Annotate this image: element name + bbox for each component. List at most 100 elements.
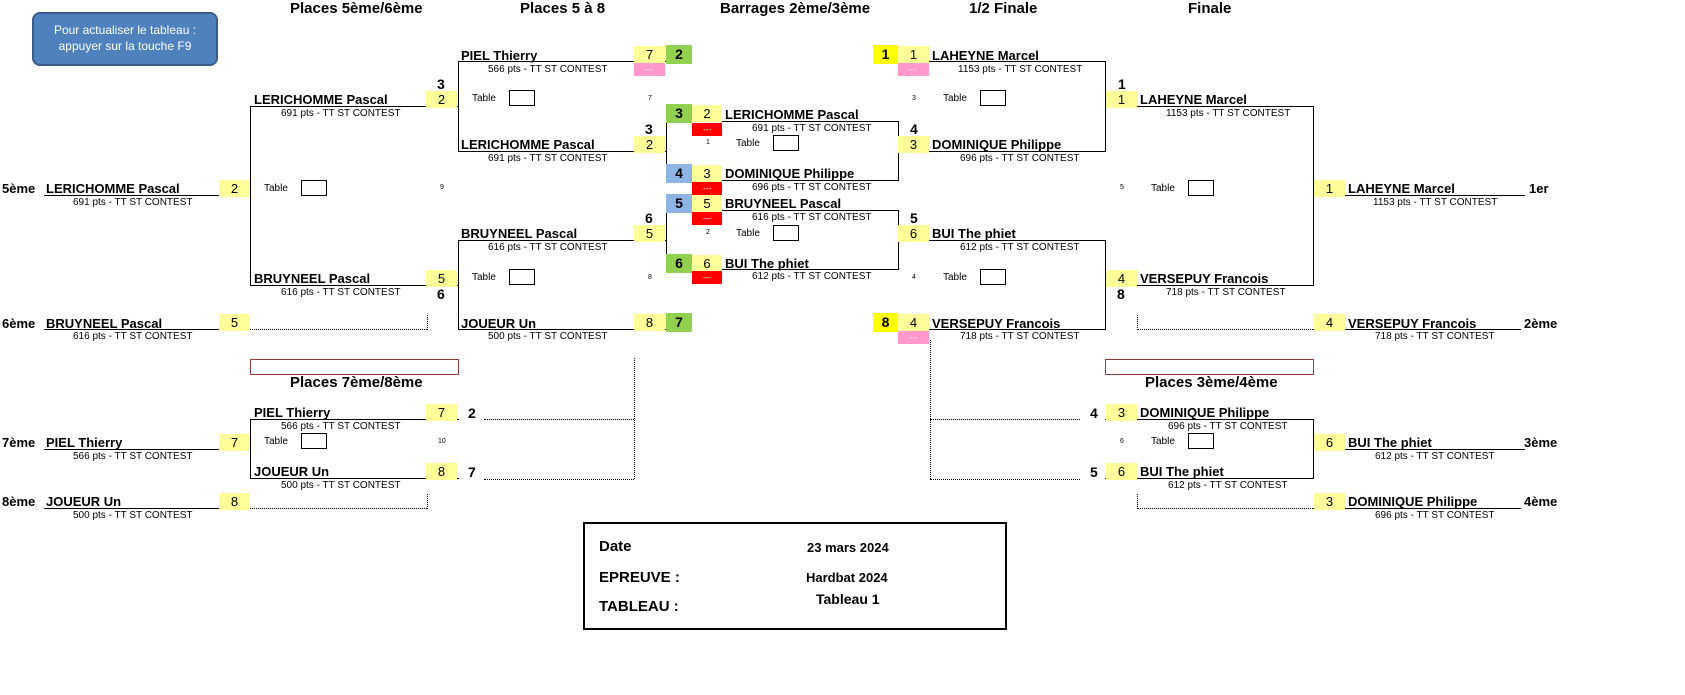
bracket-line [666,121,667,181]
seed-box: 3 [898,136,929,153]
result-indicator: --- [692,271,722,284]
player-name: BUI The phiet [1348,435,1432,450]
seed-box: 4 [1314,314,1345,331]
result-indicator: --- [634,63,665,76]
player-name: JOUEUR Un [46,494,122,509]
table-label: Table [472,93,496,104]
player-points: 500 pts - TT ST CONTEST [281,480,401,491]
player-points: 566 pts - TT ST CONTEST [281,421,401,432]
player-points: 696 pts - TT ST CONTEST [960,153,1080,164]
rank-label-4eme: 4ème [1524,494,1558,509]
header-barrages: Barrages 2ème/3ème [720,0,871,17]
seed-box: 2 [692,105,722,122]
player-points: 566 pts - TT ST CONTEST [488,64,608,75]
match-number: 6 [1120,438,1124,445]
bracket-line [44,508,250,509]
bracket-line [44,195,250,196]
bracket-dotted-line [427,494,428,509]
table-label: Table [1151,183,1175,194]
bracket-line [1313,508,1521,509]
table-number-input[interactable] [1188,180,1214,196]
result-indicator: --- [898,63,929,76]
table-number-input[interactable] [773,135,799,151]
header-places-5-a-8: Places 5 à 8 [520,0,606,17]
player-points: 500 pts - TT ST CONTEST [73,510,193,521]
player-points: 616 pts - TT ST CONTEST [281,287,401,298]
player-name: LERICHOMME Pascal [46,181,180,196]
table-label: Table [736,228,760,239]
match-score: 6 [437,286,445,302]
table-label: Table [264,436,288,447]
rank-label-2eme: 2ème [1524,316,1558,331]
seed-box: 2 [219,180,250,197]
player-points: 691 pts - TT ST CONTEST [488,153,608,164]
table-number-input[interactable] [301,180,327,196]
bracket-line [898,151,1106,152]
seed-box: 1 [1314,180,1345,197]
refresh-button[interactable]: Pour actualiser le tableau : appuyer sur… [32,12,218,66]
bracket-line [44,449,250,450]
table-number-input[interactable] [1188,433,1214,449]
match-number: 7 [648,95,652,102]
tableau-label: TABLEAU : [599,598,679,615]
seed-box: 5 [692,195,722,212]
rank-label-8eme: 8ème [2,494,36,509]
bracket-line [898,240,1106,241]
player-points: 612 pts - TT ST CONTEST [1168,480,1288,491]
player-name: VERSEPUY Francois [1348,316,1477,331]
match-number: 5 [1120,184,1124,191]
table-label: Table [1151,436,1175,447]
match-number: 2 [706,229,710,236]
header-finale: Finale [1188,0,1232,17]
player-name: LERICHOMME Pascal [254,92,388,107]
table-number-input[interactable] [980,269,1006,285]
match-number: 8 [648,274,652,281]
player-name: DOMINIQUE Philippe [932,137,1062,152]
seed-box: 4 [1106,270,1137,287]
table-number-input[interactable] [509,90,535,106]
bracket-dotted-line [250,508,427,509]
rank-label-5eme: 5ème [2,181,36,196]
bracket-line [458,61,666,62]
bracket-line [898,329,1106,330]
table-label: Table [472,272,496,283]
player-points: 691 pts - TT ST CONTEST [73,197,193,208]
player-points: 616 pts - TT ST CONTEST [488,242,608,253]
position-box: 8 [873,313,898,332]
match-score: 2 [468,405,476,421]
player-points: 566 pts - TT ST CONTEST [73,451,193,462]
player-name: VERSEPUY Francois [932,316,1061,331]
player-points: 1153 pts - TT ST CONTEST [1373,197,1498,208]
header-places-7-8: Places 7ème/8ème [290,374,423,391]
match-score: 3 [645,121,653,137]
bracket-line [1313,195,1525,196]
table-number-input[interactable] [509,269,535,285]
seed-box: 1 [898,46,929,63]
seed-box: 5 [426,270,457,287]
player-points: 718 pts - TT ST CONTEST [1166,287,1286,298]
bracket-dotted-line [930,479,1080,480]
table-number-input[interactable] [980,90,1006,106]
bracket-dotted-line [634,358,635,479]
match-score: 3 [437,76,445,92]
seed-box: 6 [692,255,722,272]
date-label: Date [599,538,632,555]
match-number: 4 [912,274,916,281]
seed-box: 7 [634,46,665,63]
bracket-line [250,478,459,479]
bracket-line [1105,419,1313,420]
bracket-line [1105,285,1313,286]
bracket-line [250,106,459,107]
player-points: 696 pts - TT ST CONTEST [1168,421,1288,432]
seed-box: 6 [898,225,929,242]
table-number-input[interactable] [301,433,327,449]
bracket-dotted-line [484,419,634,420]
table-number-input[interactable] [773,225,799,241]
result-indicator: --- [692,182,722,195]
match-score: 5 [910,210,918,226]
bracket-line [666,269,898,270]
bracket-line [44,329,250,330]
bracket-dotted-line [1137,315,1138,330]
player-points: 696 pts - TT ST CONTEST [752,182,872,193]
refresh-button-line1: Pour actualiser le tableau : [53,23,197,37]
